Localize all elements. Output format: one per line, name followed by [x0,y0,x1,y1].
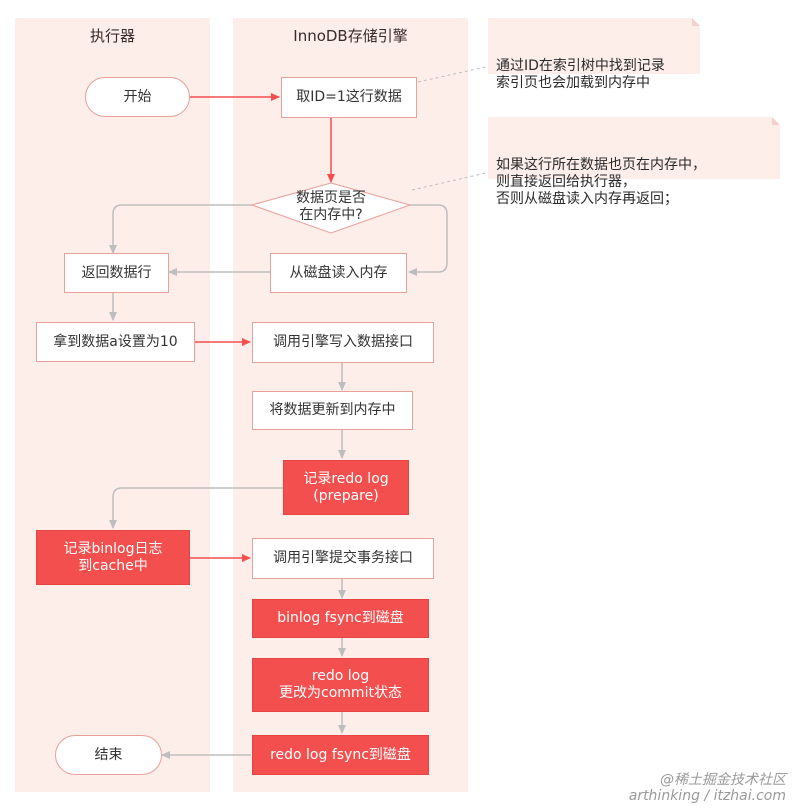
executor-lane-title: 执行器 [89,27,135,45]
decision-diamond [250,182,412,234]
note-fold-icon [772,117,780,125]
page-in-memory-decision: 数据页是否 在内存中? [296,190,366,223]
note2-connector [411,171,491,191]
note-index-lookup-text: 通过ID在索引树中找到记录 索引页也会加载到内存中 [496,58,665,91]
start-node: 开始 [85,77,190,117]
redo-fsync-node: redo log fsync到磁盘 [252,735,429,775]
call-write-node: 调用引擎写入数据接口 [252,322,434,363]
set-value-node: 拿到数据a设置为10 [36,322,195,362]
redo-commit-node: redo log 更改为commit状态 [252,658,429,712]
watermark: @稀土掘金技术社区 arthinking / itzhai.com [628,772,786,804]
fetch-row-node: 取ID=1这行数据 [281,77,417,118]
note-index-lookup: 通过ID在索引树中找到记录 索引页也会加载到内存中 [488,18,700,91]
end-node: 结束 [55,735,162,775]
binlog-cache-node: 记录binlog日志 到cache中 [36,530,190,585]
read-disk-node: 从磁盘读入内存 [270,253,407,293]
edge-redo-binlog [109,487,283,529]
note-page-return-text: 如果这行所在数据也页在内存中， 则直接返回给执行器， 否则从磁盘读入内存再返回； [496,157,706,207]
call-commit-node: 调用引擎提交事务接口 [252,538,434,579]
update-memory-node: 将数据更新到内存中 [252,391,413,430]
engine-lane-title: InnoDB存储引擎 [293,27,408,45]
binlog-fsync-node: binlog fsync到磁盘 [252,599,429,638]
edge-diamond-disk [408,204,448,276]
executor-lane [15,18,210,792]
note-page-return: 如果这行所在数据也页在内存中， 则直接返回给执行器， 否则从磁盘读入内存再返回； [488,117,780,207]
redo-prepare-node: 记录redo log (prepare) [283,460,409,515]
return-row-node: 返回数据行 [64,253,169,293]
edge-diamond-return [109,204,252,254]
note-fold-icon [692,18,700,26]
note1-connector [417,65,491,83]
